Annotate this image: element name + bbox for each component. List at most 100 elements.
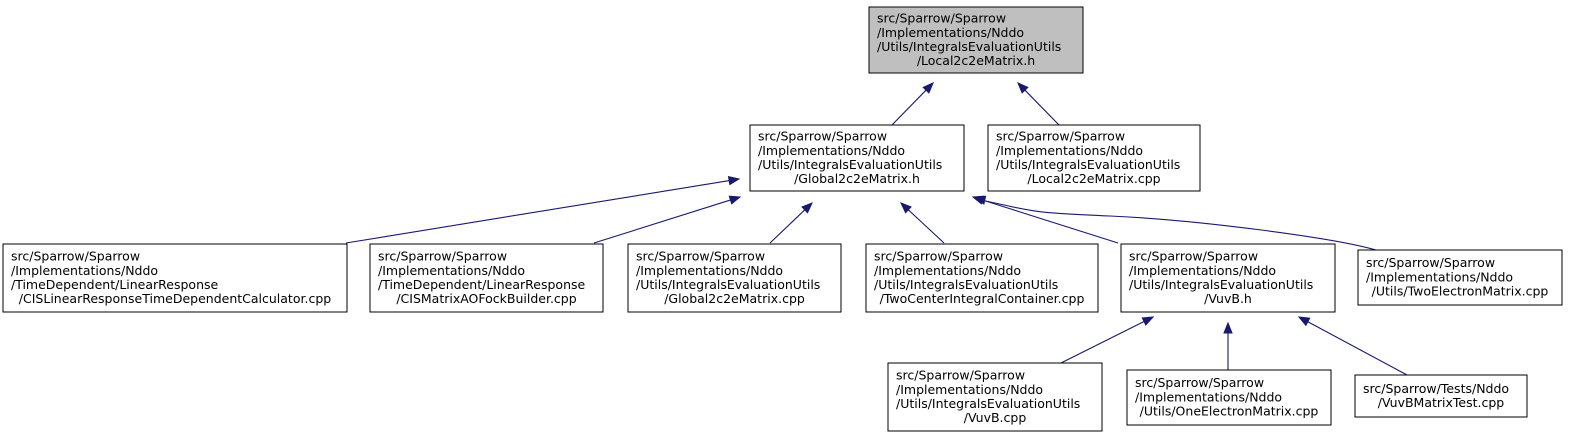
- edge-two_center-to-global2c2e_h: [900, 202, 945, 244]
- node-label-line: /Local2c2eMatrix.h: [917, 53, 1035, 68]
- node-label-line: /Implementations/Nddo: [11, 263, 158, 278]
- edges-layer: [345, 82, 1408, 376]
- edge-global2c2e_cpp-to-global2c2e_h: [769, 202, 813, 244]
- node-box: [868, 6, 1084, 74]
- edge-local2c2e_cpp-to-local2c2e_h: [1017, 82, 1060, 126]
- node-label-line: src/Sparrow/Sparrow: [877, 11, 1006, 26]
- node-box: [2, 243, 348, 313]
- node-label-line: /Global2c2eMatrix.cpp: [664, 291, 805, 306]
- node-one-electron[interactable]: src/Sparrow/Sparrow/Implementations/Nddo…: [1126, 369, 1332, 426]
- node-box: [1354, 374, 1528, 418]
- node-label-line: /Implementations/Nddo: [1135, 389, 1282, 404]
- edge-line: [345, 179, 731, 244]
- node-label-line: /Utils/TwoElectronMatrix.cpp: [1372, 284, 1549, 299]
- node-label-line: /Utils/IntegralsEvaluationUtils: [1129, 277, 1313, 292]
- node-label-line: src/Sparrow/Sparrow: [378, 249, 507, 264]
- edge-two_electron-to-global2c2e_h: [973, 195, 1377, 251]
- node-label-line: /Implementations/Nddo: [758, 143, 905, 158]
- node-box: [887, 362, 1103, 432]
- edge-vuvb_cpp-to-vuvb_h: [1060, 316, 1155, 364]
- edge-line: [981, 199, 1119, 244]
- node-label-line: /Utils/IntegralsEvaluationUtils: [758, 157, 942, 172]
- node-label-line: /TimeDependent/LinearResponse: [11, 277, 219, 292]
- node-box: [987, 124, 1201, 192]
- node-cis-linear-response[interactable]: src/Sparrow/Sparrow/Implementations/Nddo…: [2, 243, 348, 313]
- arrow-head: [973, 195, 987, 205]
- node-label-line: src/Sparrow/Sparrow: [11, 249, 140, 264]
- node-box: [627, 243, 842, 313]
- node-local2c2e-h[interactable]: src/Sparrow/Sparrow/Implementations/Nddo…: [868, 6, 1084, 74]
- arrow-head: [1141, 316, 1155, 326]
- edge-cis_linear_response-to-global2c2e_h: [345, 176, 741, 244]
- arrow-head: [1017, 82, 1029, 94]
- node-vuvb-h[interactable]: src/Sparrow/Sparrow/Implementations/Nddo…: [1120, 243, 1336, 313]
- node-label-line: /Implementations/Nddo: [877, 25, 1024, 40]
- node-two-center[interactable]: src/Sparrow/Sparrow/Implementations/Nddo…: [865, 243, 1099, 313]
- edge-line: [1306, 320, 1408, 376]
- node-label-line: src/Sparrow/Tests/Nddo: [1363, 381, 1509, 396]
- arrow-head: [801, 202, 813, 214]
- node-cis-matrix-ao[interactable]: src/Sparrow/Sparrow/Implementations/Nddo…: [369, 243, 604, 313]
- node-label-line: /TwoCenterIntegralContainer.cpp: [880, 291, 1085, 306]
- node-label-line: /Global2c2eMatrix.h: [794, 171, 920, 186]
- node-box: [369, 243, 604, 313]
- node-label-line: /Implementations/Nddo: [1129, 263, 1276, 278]
- edge-line: [1023, 89, 1060, 126]
- node-box: [749, 124, 965, 192]
- node-label-line: /Utils/IntegralsEvaluationUtils: [996, 157, 1180, 172]
- node-vuvb-cpp[interactable]: src/Sparrow/Sparrow/Implementations/Nddo…: [887, 362, 1103, 432]
- edge-line: [982, 199, 1377, 251]
- node-two-electron[interactable]: src/Sparrow/Sparrow/Implementations/Nddo…: [1357, 249, 1563, 306]
- node-label-line: /CISLinearResponseTimeDependentCalculato…: [19, 291, 331, 306]
- edge-vuvb_test-to-vuvb_h: [1297, 316, 1408, 376]
- node-label-line: src/Sparrow/Sparrow: [1366, 255, 1495, 270]
- node-label-line: /Utils/IntegralsEvaluationUtils: [874, 277, 1058, 292]
- node-label-line: /VuvBMatrixTest.cpp: [1378, 395, 1505, 410]
- node-global2c2e-cpp[interactable]: src/Sparrow/Sparrow/Implementations/Nddo…: [627, 243, 842, 313]
- node-label-line: /Implementations/Nddo: [996, 143, 1143, 158]
- edge-one_electron-to-vuvb_h: [1223, 321, 1233, 370]
- node-label-line: /CISMatrixAOFockBuilder.cpp: [396, 291, 576, 306]
- node-label-line: /Implementations/Nddo: [378, 263, 525, 278]
- node-label-line: /VuvB.cpp: [964, 410, 1027, 425]
- node-label-line: src/Sparrow/Sparrow: [758, 129, 887, 144]
- node-box: [1120, 243, 1336, 313]
- node-label-line: /Utils/IntegralsEvaluationUtils: [636, 277, 820, 292]
- edge-line: [593, 199, 732, 244]
- node-box: [865, 243, 1099, 313]
- edge-line: [907, 208, 945, 244]
- node-vuvb-test[interactable]: src/Sparrow/Tests/Nddo/VuvBMatrixTest.cp…: [1354, 374, 1528, 418]
- arrow-head: [1223, 321, 1233, 334]
- node-box: [1126, 369, 1332, 426]
- node-label-line: src/Sparrow/Sparrow: [636, 249, 765, 264]
- node-label-line: /Local2c2eMatrix.cpp: [1027, 171, 1160, 186]
- node-global2c2e-h[interactable]: src/Sparrow/Sparrow/Implementations/Nddo…: [749, 124, 965, 192]
- node-label-line: src/Sparrow/Sparrow: [896, 368, 1025, 383]
- node-label-line: /VuvB.h: [1204, 291, 1252, 306]
- node-label-line: /Implementations/Nddo: [1366, 269, 1513, 284]
- node-box: [1357, 249, 1563, 306]
- node-label-line: /TimeDependent/LinearResponse: [378, 277, 586, 292]
- arrow-head: [900, 202, 912, 214]
- node-label-line: /Utils/IntegralsEvaluationUtils: [877, 39, 1061, 54]
- arrow-head: [728, 195, 742, 205]
- edge-global2c2e_h-to-local2c2e_h: [891, 82, 934, 126]
- node-label-line: src/Sparrow/Sparrow: [996, 129, 1125, 144]
- node-label-line: /Implementations/Nddo: [874, 263, 1021, 278]
- node-label-line: /Utils/OneElectronMatrix.cpp: [1140, 404, 1319, 419]
- arrow-head: [1297, 316, 1311, 327]
- nodes-layer: src/Sparrow/Sparrow/Implementations/Nddo…: [2, 6, 1563, 432]
- edge-cis_matrix_ao-to-global2c2e_h: [593, 195, 742, 244]
- node-label-line: /Utils/IntegralsEvaluationUtils: [896, 396, 1080, 411]
- edge-line: [769, 208, 806, 244]
- node-label-line: src/Sparrow/Sparrow: [1129, 249, 1258, 264]
- node-label-line: src/Sparrow/Sparrow: [1135, 375, 1264, 390]
- node-label-line: /Implementations/Nddo: [896, 382, 1043, 397]
- node-local2c2e-cpp[interactable]: src/Sparrow/Sparrow/Implementations/Nddo…: [987, 124, 1201, 192]
- arrow-head: [922, 82, 934, 94]
- arrow-head: [727, 176, 741, 186]
- edge-line: [1060, 320, 1146, 364]
- node-label-line: /Implementations/Nddo: [636, 263, 783, 278]
- node-label-line: src/Sparrow/Sparrow: [874, 249, 1003, 264]
